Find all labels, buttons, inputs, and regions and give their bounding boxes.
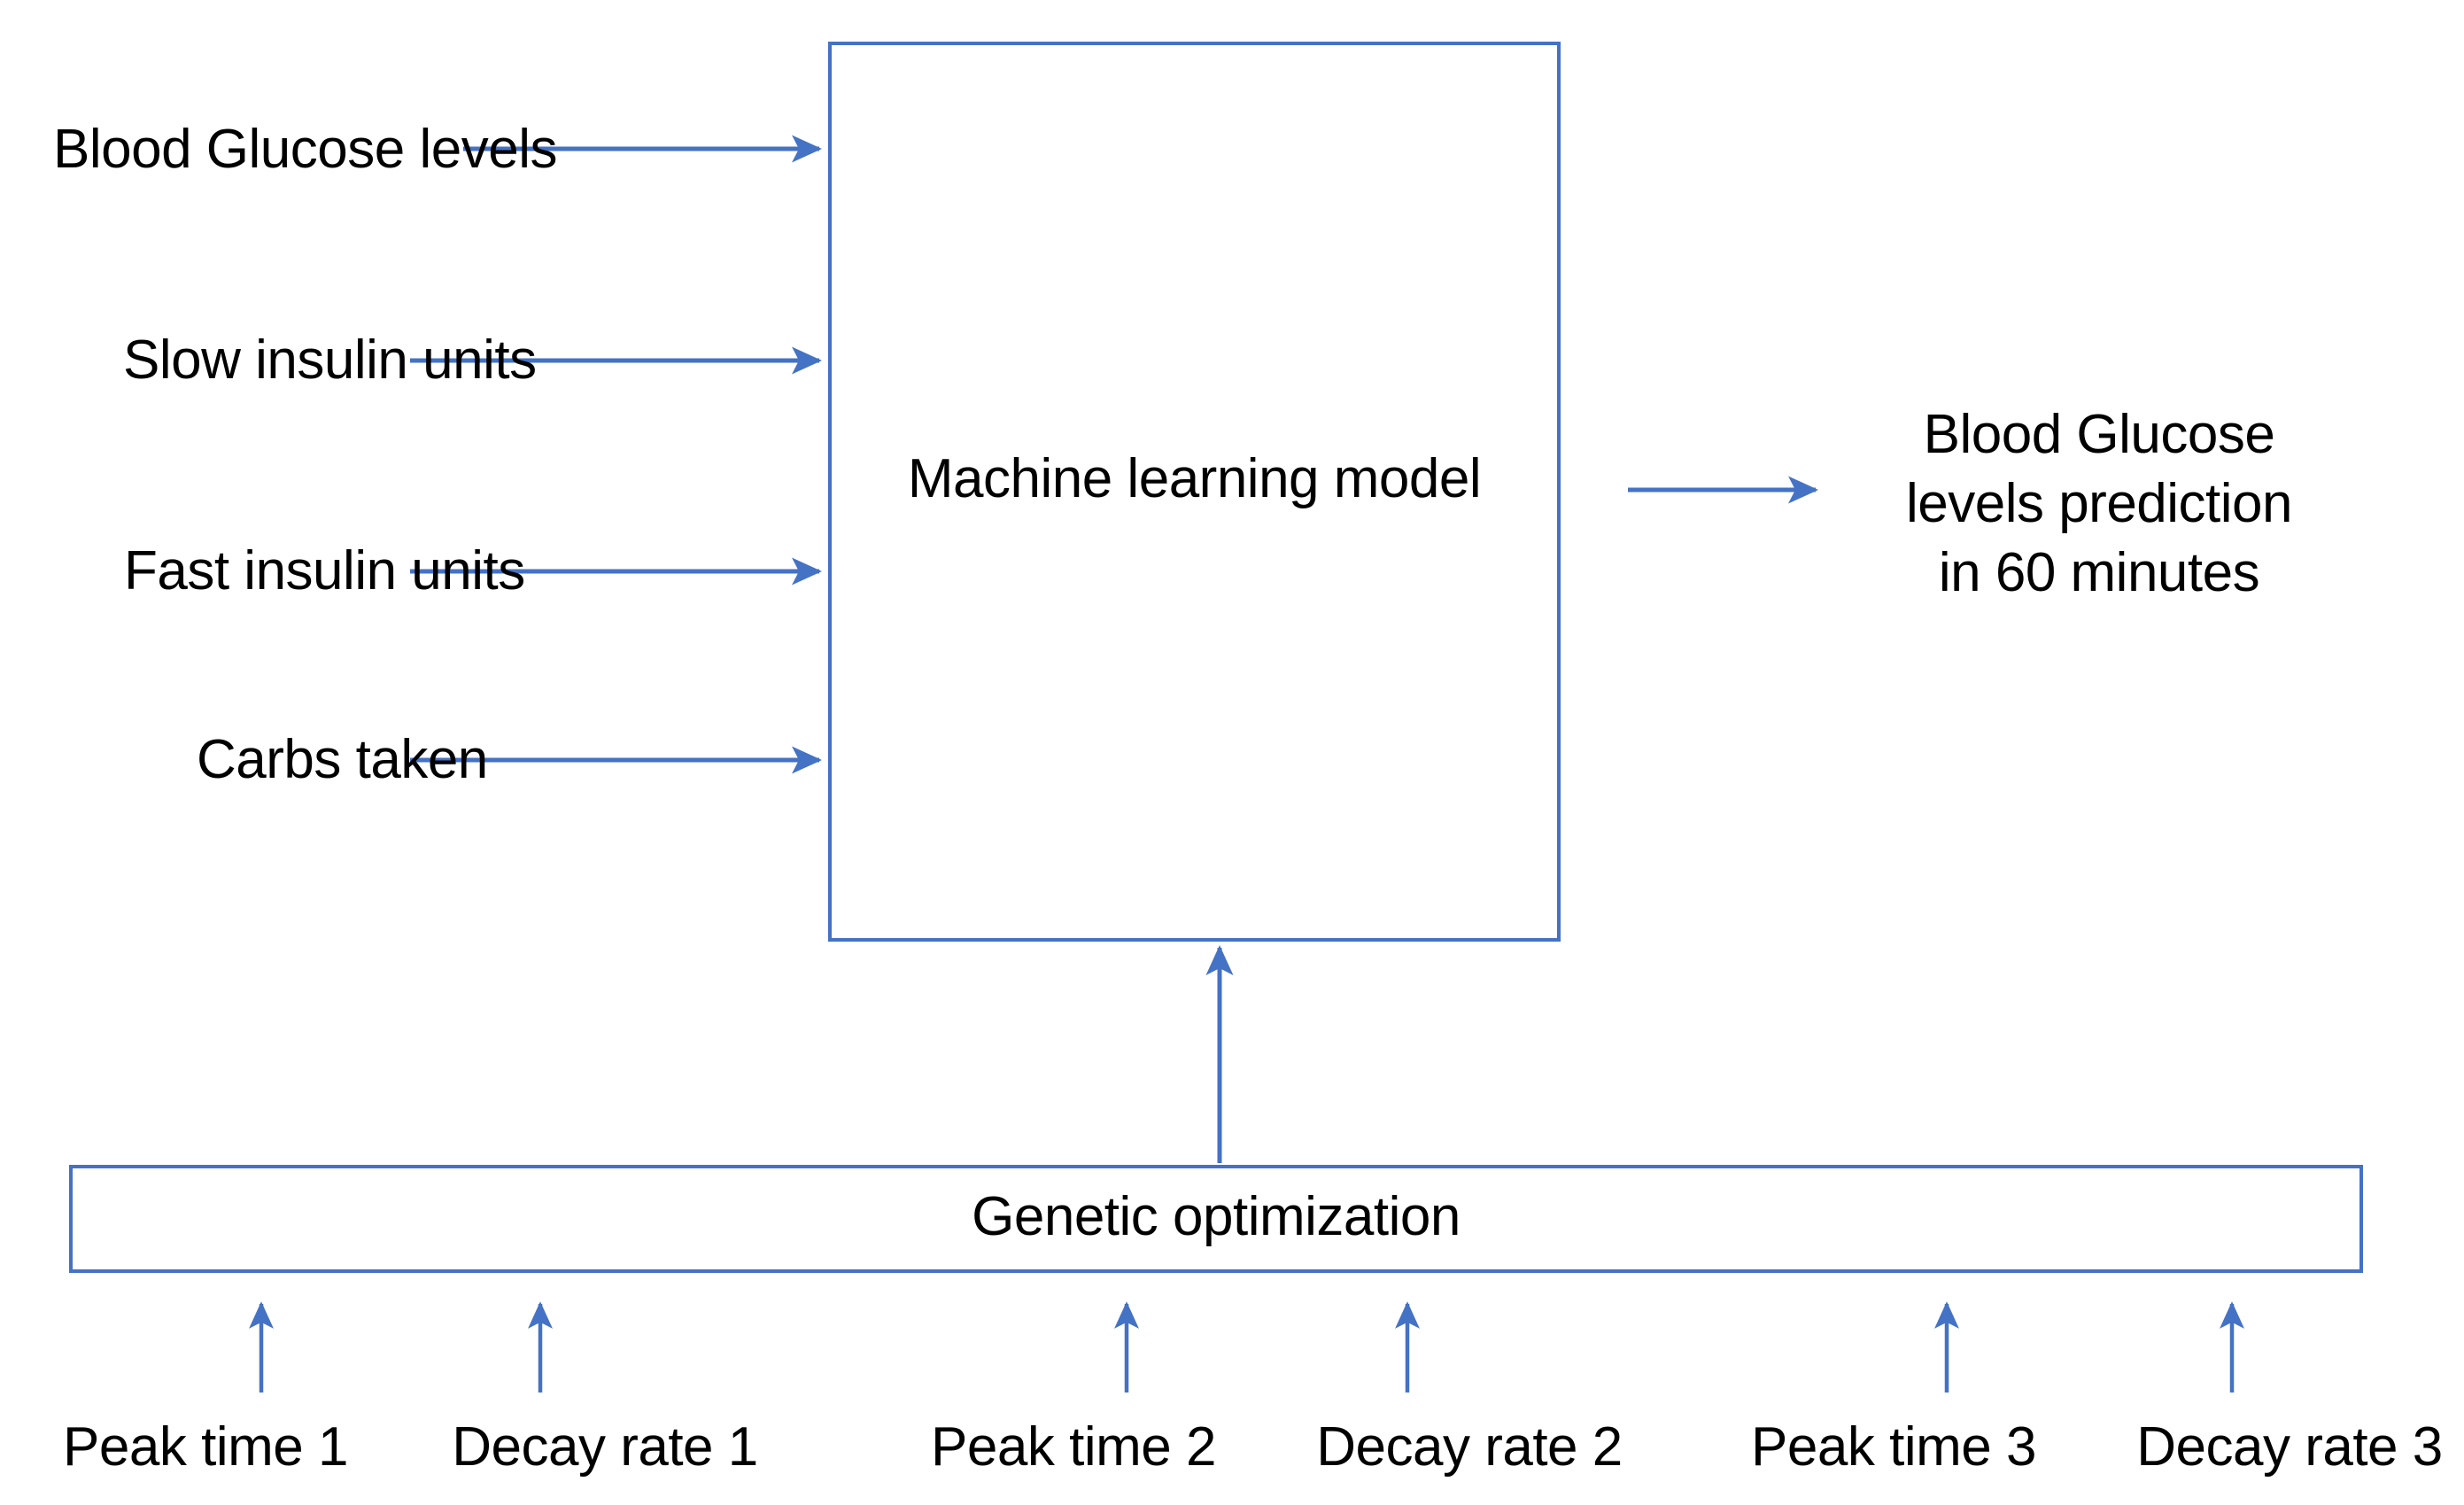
machine-learning-model-box[interactable] (828, 42, 1561, 942)
param-label-decay-rate-1: Decay rate 1 (452, 1416, 758, 1478)
genetic-optimization-box[interactable] (69, 1165, 2363, 1273)
machine-learning-model-label: Machine learning model (907, 448, 1482, 509)
output-line-2: levels prediction (1905, 473, 2293, 535)
output-label-blood-glucose-prediction: Blood Glucose levels prediction in 60 mi… (1816, 400, 2383, 608)
param-label-peak-time-3: Peak time 3 (1751, 1416, 2036, 1478)
input-label-carbs-taken: Carbs taken (197, 729, 488, 790)
param-label-decay-rate-3: Decay rate 3 (2136, 1416, 2443, 1478)
genetic-optimization-label: Genetic optimization (972, 1186, 1461, 1247)
input-label-slow-insulin-units: Slow insulin units (123, 330, 537, 391)
output-line-1: Blood Glucose (1923, 404, 2275, 465)
param-label-decay-rate-2: Decay rate 2 (1316, 1416, 1623, 1478)
param-label-peak-time-1: Peak time 1 (63, 1416, 348, 1478)
output-line-3: in 60 minutes (1938, 542, 2260, 604)
input-label-fast-insulin-units: Fast insulin units (124, 540, 525, 601)
input-label-blood-glucose-levels: Blood Glucose levels (53, 119, 557, 180)
param-label-peak-time-2: Peak time 2 (931, 1416, 1216, 1478)
